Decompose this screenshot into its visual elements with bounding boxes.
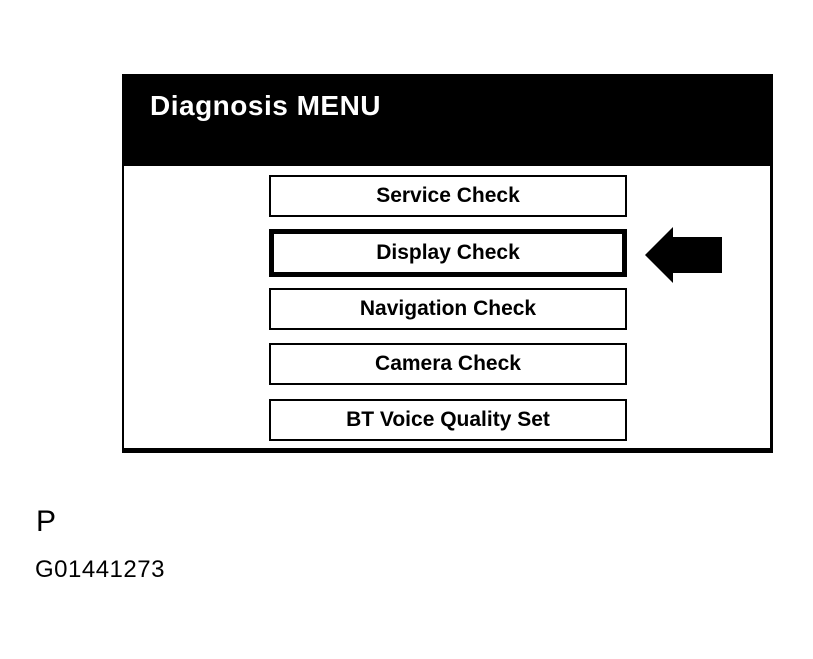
menu-button-bt-voice-quality-set[interactable]: BT Voice Quality Set [269,399,627,441]
menu-button-service-check[interactable]: Service Check [269,175,627,217]
page-marker: P [36,505,57,538]
page-title: Diagnosis MENU [150,90,382,121]
figure-id: G01441273 [35,556,165,583]
diagnosis-menu-header: Diagnosis MENU [122,74,773,164]
menu-button-display-check[interactable]: Display Check [269,229,627,277]
menu-button-navigation-check[interactable]: Navigation Check [269,288,627,330]
menu-button-camera-check[interactable]: Camera Check [269,343,627,385]
left-arrow-icon [645,227,722,283]
